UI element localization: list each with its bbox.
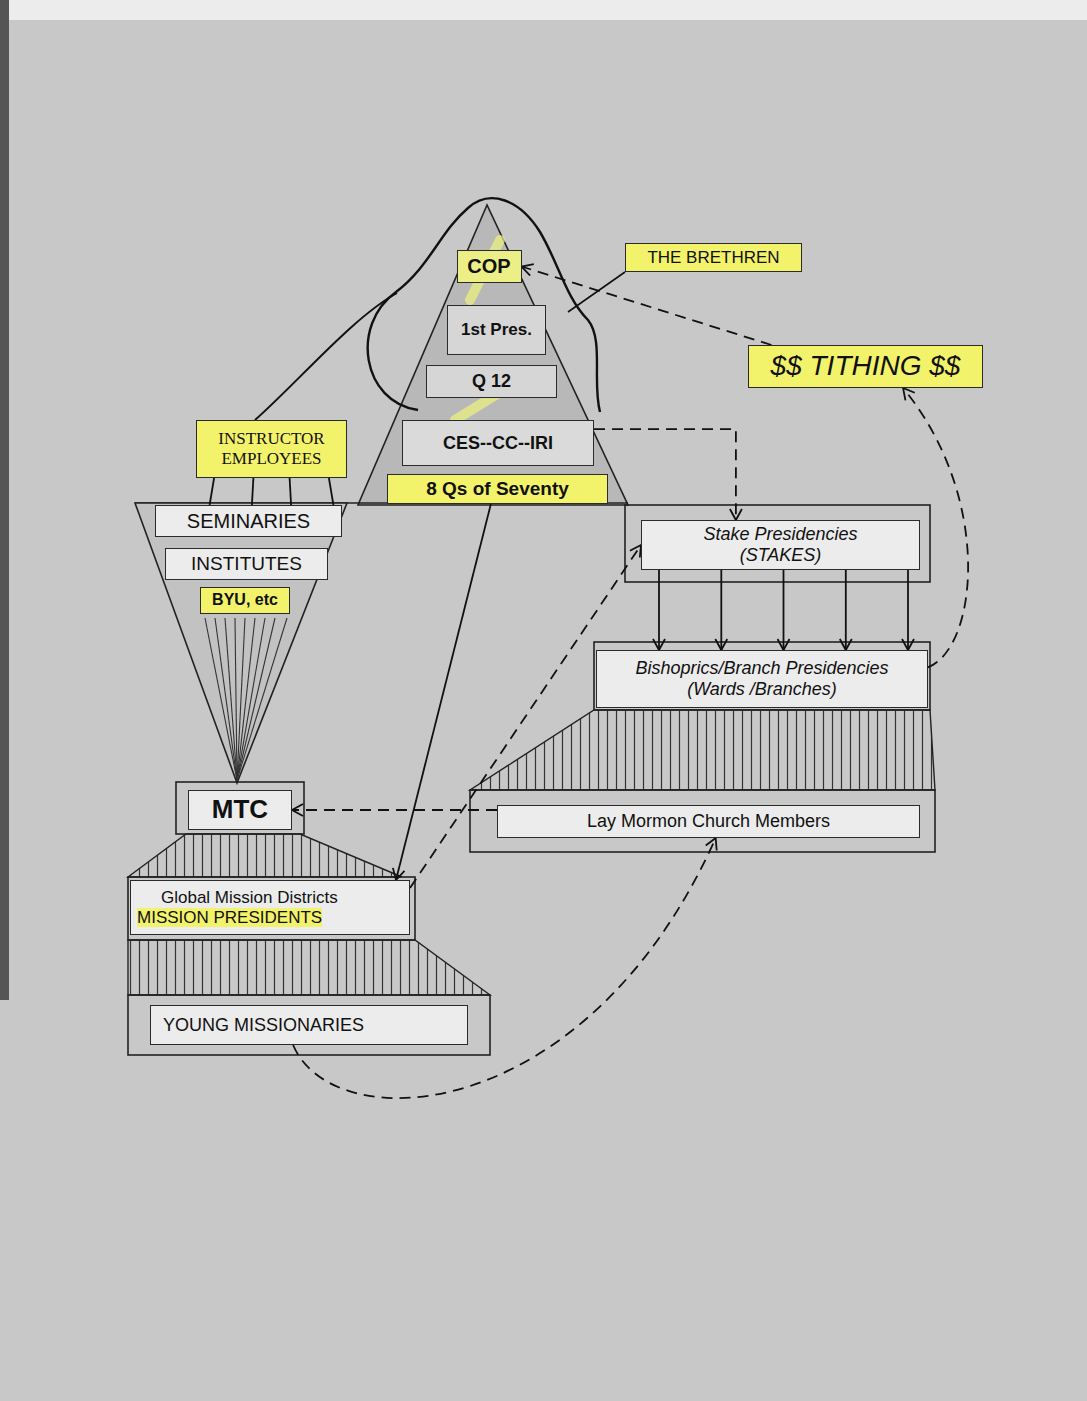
connector-line [293, 838, 716, 1098]
ward-band [594, 642, 930, 710]
connector-line [720, 570, 722, 650]
funnel-ray [237, 618, 265, 780]
node-box: 8 Qs of Seventy [387, 474, 608, 504]
hatched-band [128, 940, 490, 995]
missionary-band [128, 995, 490, 1055]
node-label: MISSION PRESIDENTS [137, 908, 322, 928]
node-label: $$ TITHING $$ [771, 350, 961, 382]
node-box: 1st Pres. [447, 305, 546, 355]
node-box: Lay Mormon Church Members [497, 805, 920, 838]
node-label: COP [467, 255, 510, 278]
node-label: BYU, etc [212, 591, 278, 609]
hatched-band [470, 710, 935, 790]
funnel-ray [205, 618, 237, 780]
node-box: YOUNG MISSIONARIES [150, 1005, 468, 1045]
node-box: MTC [188, 790, 292, 830]
leader-line [568, 272, 625, 312]
paper-left-shadow [0, 0, 9, 1000]
funnel-ray [237, 618, 287, 780]
solid-connector [659, 570, 908, 650]
node-label: Lay Mormon Church Members [587, 811, 830, 832]
connector-line [845, 570, 847, 650]
member-band [470, 790, 935, 852]
connector-line [396, 504, 491, 880]
connecting-stroke [255, 293, 397, 420]
node-label: YOUNG MISSIONARIES [163, 1015, 364, 1036]
dashed-connector [594, 429, 736, 520]
node-box: BYU, etc [200, 587, 290, 613]
funnel-ray [237, 618, 255, 780]
node-box: Q 12 [426, 365, 557, 398]
funnel-ray [215, 618, 237, 780]
funnel-ray [225, 618, 237, 780]
node-label: INSTRUCTOR EMPLOYEES [207, 429, 337, 468]
hierarchy-pyramid [358, 205, 628, 505]
node-label: THE BRETHREN [647, 248, 779, 268]
funnel-ray [237, 618, 275, 780]
node-box: THE BRETHREN [625, 243, 802, 272]
node-label: Stake Presidencies (STAKES) [688, 524, 873, 565]
dashed-connector [292, 810, 497, 811]
connector-line [292, 809, 497, 811]
node-label: INSTITUTES [191, 553, 302, 575]
brethren-outline [368, 198, 600, 412]
connector-line [522, 267, 772, 346]
node-label: Bishoprics/Branch Presidencies (Wards /B… [612, 658, 912, 699]
node-label: CES--CC--IRI [443, 433, 553, 454]
paper-top-edge [0, 0, 1087, 20]
node-box: CES--CC--IRI [402, 420, 594, 466]
solid-connector [210, 478, 334, 505]
connector-line [907, 570, 909, 650]
solid-connector [396, 504, 491, 880]
connector-line [594, 429, 736, 520]
stake-band [625, 505, 930, 582]
node-box: Bishoprics/Branch Presidencies (Wards /B… [596, 650, 928, 708]
dashed-connector [293, 838, 716, 1098]
funnel-ray [235, 618, 237, 780]
connector-line [252, 478, 254, 505]
node-box: INSTITUTES [165, 548, 328, 580]
node-label: Global Mission Districts [161, 888, 338, 908]
node-label: 8 Qs of Seventy [426, 478, 569, 500]
node-box: INSTRUCTOR EMPLOYEES [196, 420, 347, 478]
node-label: SEMINARIES [187, 510, 310, 533]
connector-line [290, 478, 292, 505]
education-funnel [135, 503, 347, 783]
node-box: SEMINARIES [155, 505, 342, 537]
dashed-connector [522, 267, 772, 346]
node-box: $$ TITHING $$ [748, 345, 983, 388]
mtc-frame [176, 782, 304, 834]
node-box: Stake Presidencies (STAKES) [641, 520, 920, 570]
node-label: Q 12 [472, 371, 511, 392]
mission-band [128, 877, 415, 940]
connector-line [658, 570, 660, 650]
node-box: Global Mission DistrictsMISSION PRESIDEN… [130, 880, 410, 935]
connector-line [783, 570, 785, 650]
node-label: MTC [212, 795, 268, 825]
hatched-band [128, 834, 402, 877]
funnel-rays [205, 618, 287, 780]
connector-line [210, 478, 215, 505]
node-box: COP [457, 250, 522, 283]
node-label: 1st Pres. [461, 320, 532, 340]
connector-line [329, 478, 334, 505]
